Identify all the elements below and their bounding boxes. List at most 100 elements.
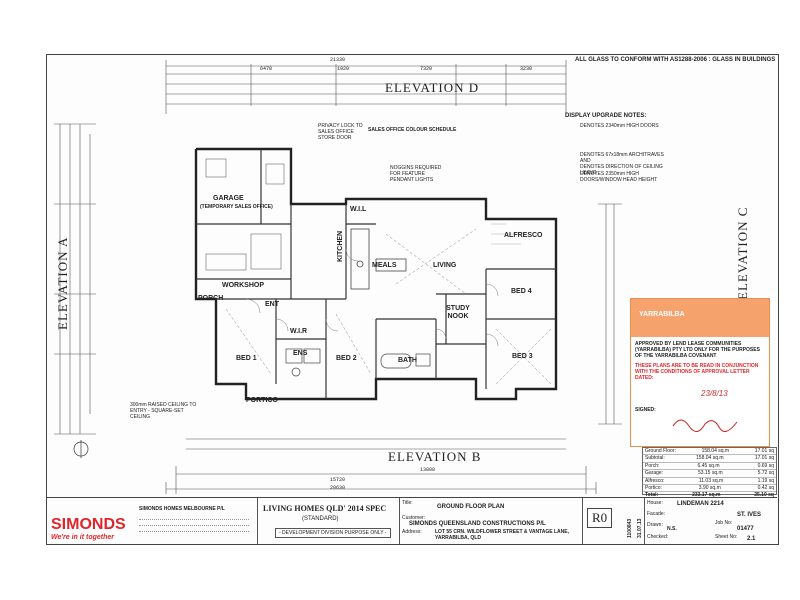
title-label: Title: [402,500,413,506]
approval-stamp: YARRABILBA APPROVED BY LEND LEASE COMMUN… [630,298,770,447]
dim-bottom-total: 20630 [330,485,346,491]
room-living: LIVING [433,262,457,269]
job-no-label: Job No: [715,520,733,526]
room-study: STUDY NOOK [446,305,470,320]
office-contact [139,514,249,535]
dim-top-2: 1920 [337,66,350,72]
display-note-3: DENOTES DIRECTION OF CEILING LINING [580,164,663,176]
customer-label: Customer: [402,515,426,521]
house-label: House: [647,500,663,506]
stamp-approved: APPROVED BY LEND LEASE COMMUNITIES (YARR… [635,341,760,359]
signature [672,419,738,432]
project-name: LIVING HOMES QLD' 2014 SPEC [263,504,387,513]
drawn-by: N.S. [667,526,677,532]
project-purpose: - DEVELOPMENT DIVISION PURPOSE ONLY - [275,528,391,538]
facade: ST. IVES [737,512,762,518]
display-note-4: DENOTES 2350mm HIGH DOORS/WINDOW HEAD HE… [580,171,658,183]
project-standard: (STANDARD) [302,516,339,522]
divider [582,498,583,544]
elevation-d-label: ELEVATION D [385,80,480,95]
bottom-dimension-lines [165,438,597,494]
ceiling-direction-lines [225,228,552,385]
address-label: Address: [402,529,422,535]
room-bed1: BED 1 [236,355,257,362]
display-note-2: DENOTES 67x18mm ARCHITRAVES AND [580,152,664,164]
room-bed3: BED 3 [512,353,533,360]
room-kitchen: KITCHEN [337,230,344,262]
noggins-note: NOGGINS REQUIRED FOR FEATURE PENDANT LIG… [390,165,442,183]
room-alfresco: ALFRESCO [504,232,543,239]
divider [257,498,258,544]
divider [644,498,645,544]
north-symbol [73,440,89,458]
dim-bottom-mid: 15720 [330,477,346,483]
raised-ceiling-note: 300mm RAISED CEILING TO ENTRY - SQUARE-S… [130,402,197,420]
room-ens: ENS [293,350,308,357]
drawn-label: Drawn: [647,522,663,528]
room-wil: W.I.L [350,206,367,213]
dim-top-4: 3230 [520,66,533,72]
display-notes-title: DISPLAY UPGRADE NOTES: [565,113,647,119]
room-entry: ENT [265,301,279,308]
right-dimension-lines [598,203,622,425]
sales-office-schedule: SALES OFFICE COLOUR SCHEDULE [368,127,457,133]
customer: SIMONDS QUEENSLAND CONSTRUCTIONS P/L [409,521,546,527]
bath-fixtures [285,348,431,377]
divider [399,498,400,544]
address: LOT 55 CRN. WILDFLOWER STREET & VANTAGE … [435,529,569,541]
drawing-date: 31.07.13 [637,518,643,538]
kitchen-bench [350,228,407,290]
elevation-b-label: ELEVATION B [388,449,482,464]
room-bed2: BED 2 [336,355,357,362]
office-name: SIMONDS HOMES MELBOURNE P/L [139,506,225,512]
room-portico: PORTICO [246,397,278,404]
checked-label: Checked: [647,534,669,540]
outer-walls [194,147,558,401]
sheet-label: Sheet No: [715,534,738,540]
left-dimension-lines [54,123,96,435]
company-logo: SIMONDS [51,516,126,533]
job-no: 01477 [737,526,754,532]
floor-plan [54,60,622,494]
door-swings [245,248,499,347]
room-porch: PORCH [198,295,224,302]
privacy-lock-note: PRIVACY LOCK TO SALES OFFICE STORE DOOR [318,123,363,141]
room-meals: MEALS [372,262,397,269]
room-garage: GARAGE [213,195,244,202]
stamp-signed-label: SIGNED: [635,407,656,413]
company-tagline: We're in it together [51,534,114,541]
room-bed4: BED 4 [511,288,532,295]
dim-top-1: 6470 [260,66,273,72]
house-name: LINDEMAN 2214 [677,501,724,507]
room-wir: W.I.R [290,328,308,335]
room-workshop: WORKSHOP [222,282,264,289]
revision: R0 [587,508,613,528]
stamp-header: YARRABILBA [631,299,769,337]
dim-top-total: 21330 [330,57,346,63]
dim-bottom-inner: 13800 [420,467,436,473]
garage-fixtures [205,158,285,271]
top-dimension-lines [165,60,567,114]
job-ref: 1100843 [627,518,633,538]
alfresco-hatch [491,223,521,245]
room-garage-sub: (TEMPORARY SALES OFFICE) [200,204,273,210]
drawing-title: GROUND FLOOR PLAN [437,504,505,510]
dim-top-3: 7320 [420,66,433,72]
glass-note: ALL GLASS TO CONFORM WITH AS1288-2006 : … [575,57,776,63]
stamp-date: 23/8/13 [701,389,728,398]
title-block: SIMONDS We're in it together SIMONDS HOM… [47,497,777,544]
sheet-no: 2.1 [747,536,756,542]
display-note-1: DENOTES 2340mm HIGH DOORS [580,123,659,129]
elevation-a-label: ELEVATION A [55,236,70,330]
internal-walls [196,149,556,399]
stamp-brand: YARRABILBA [639,311,685,318]
room-bath: BATH [398,357,417,364]
